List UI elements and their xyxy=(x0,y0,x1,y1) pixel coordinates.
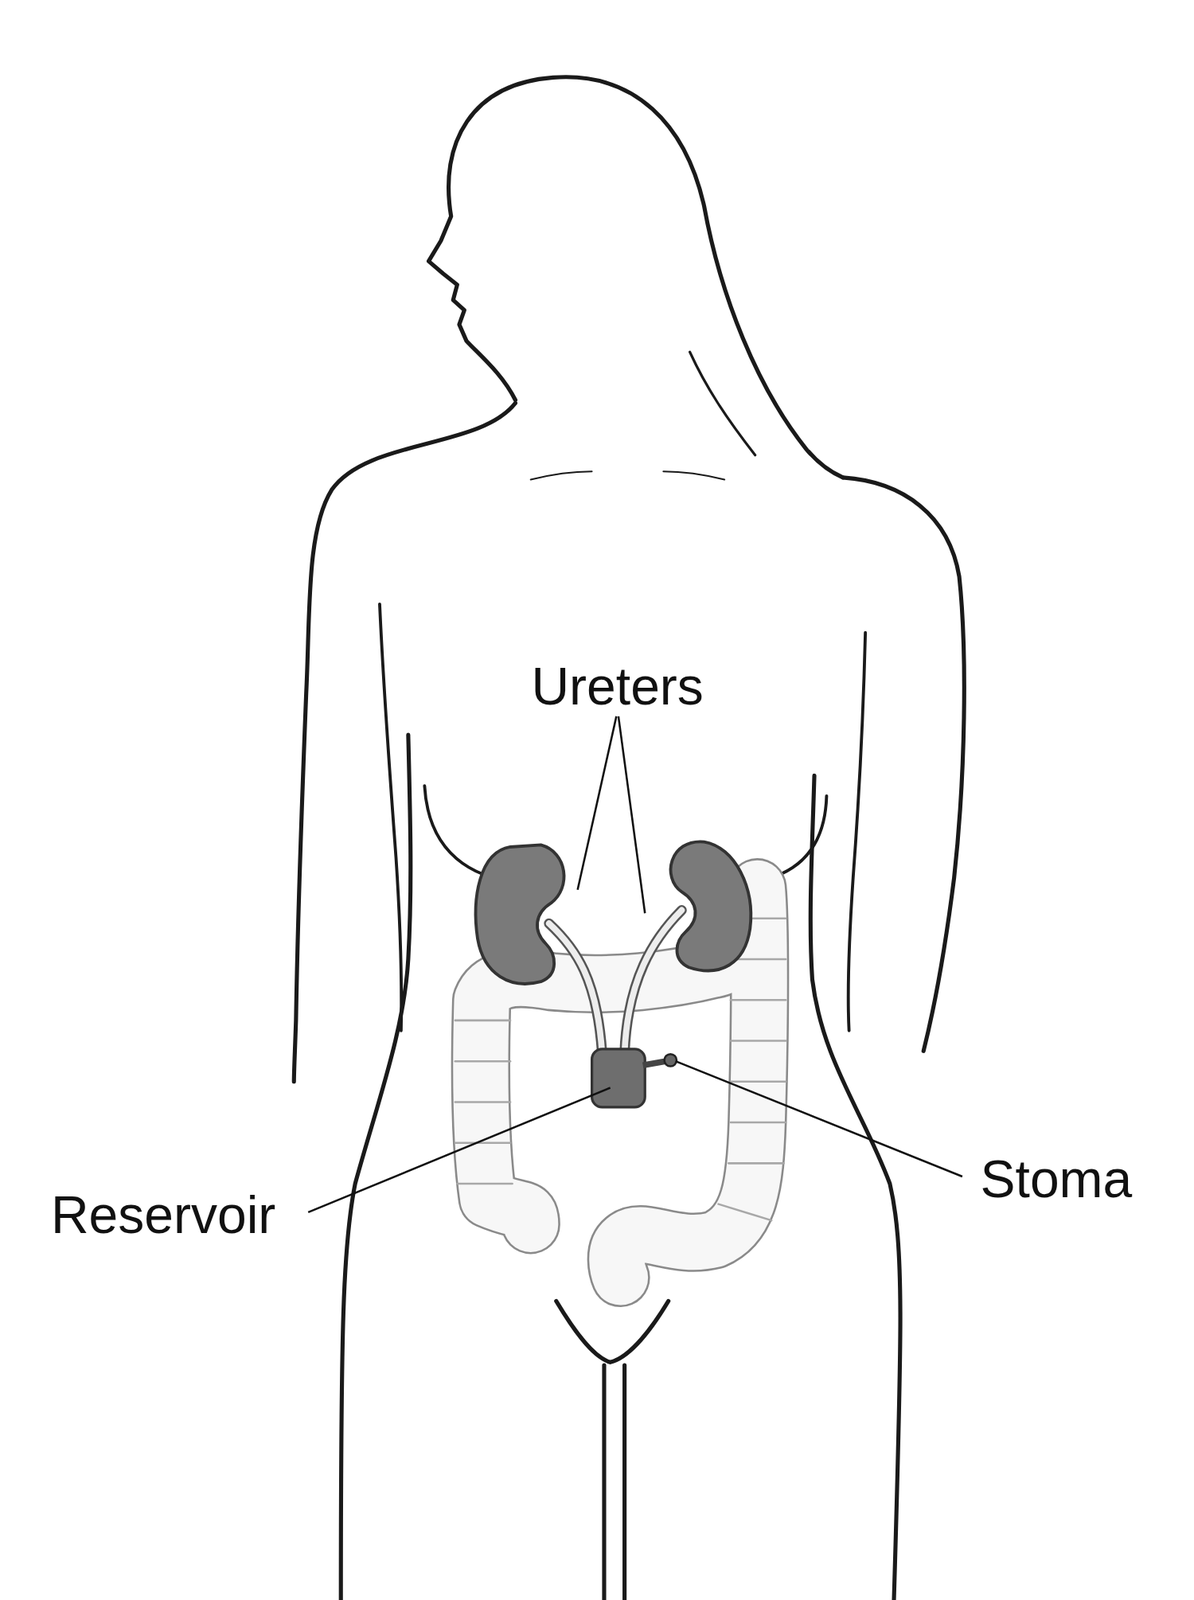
part-label: Stoma xyxy=(980,1149,1133,1208)
part-label: Ureters xyxy=(530,656,703,715)
body-outline xyxy=(293,77,964,1600)
reservoir xyxy=(592,1049,677,1108)
kidneys xyxy=(476,841,752,984)
part-label: Reservoir xyxy=(50,1185,276,1244)
leader-lines xyxy=(308,716,963,1213)
ureters xyxy=(549,909,683,1053)
